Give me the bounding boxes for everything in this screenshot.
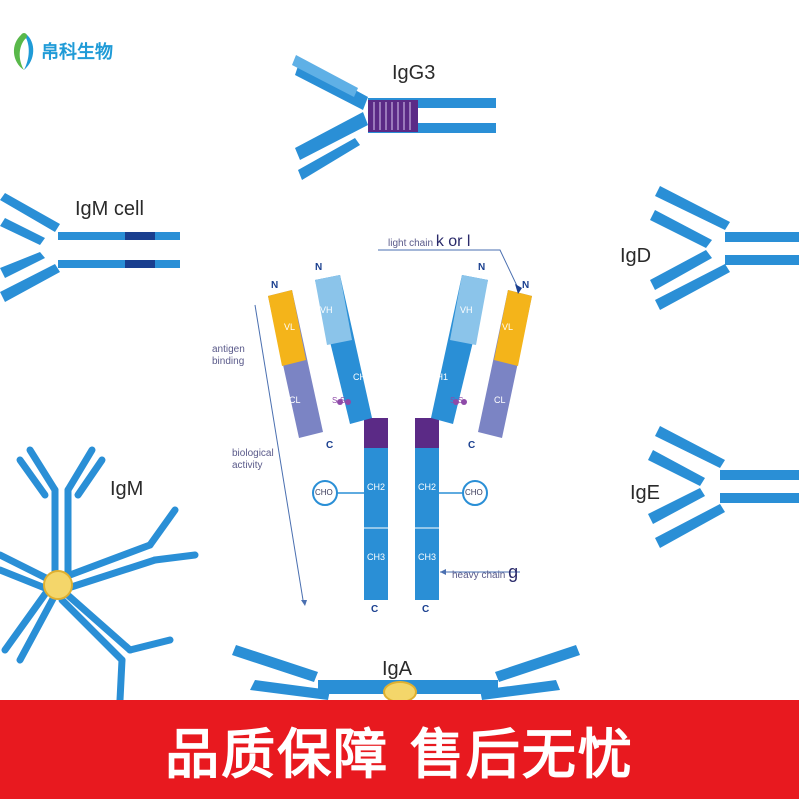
c-terminus-heavy-right: C [422,604,430,615]
heavy-chain-label: heavy chain g [452,562,519,582]
domain-vl-right: VL [502,322,514,332]
label-igd: IgD [620,245,652,267]
carbohydrate-left: CHO [315,488,333,497]
label-igg3: IgG3 [392,62,436,84]
igg3-structure [292,55,496,180]
antigen-binding-label: antigen binding [212,344,245,367]
domain-ch2-right: CH2 [418,482,437,492]
domain-ch2-left: CH2 [367,482,386,492]
domain-vh-left: VH [320,305,333,315]
disulfide-bond-right: S-S [450,396,464,405]
brand-logo: 帛科生物 [38,38,113,64]
ige-structure [648,426,799,548]
c-terminus-light-right: C [468,440,476,451]
label-iga: IgA [382,658,413,680]
disulfide-bond-1: S-S [389,421,405,431]
promo-banner-text: 品质保障 售后无忧 [165,723,634,786]
domain-ch3-right: CH3 [418,552,437,562]
disulfide-bond-left: S-S [332,396,346,405]
biological-activity-label: biological activity [232,448,274,471]
light-chain-label: light chain k or l [388,233,471,250]
igm-pentamer-structure [0,446,199,704]
n-terminus-heavy-right: N [478,262,486,273]
label-igm: IgM [110,478,144,500]
label-ige: IgE [630,482,661,504]
carbohydrate-right: CHO [465,488,483,497]
brand-name: 帛科生物 [41,42,113,63]
n-terminus-heavy-left: N [315,262,323,273]
domain-ch1-right: CH1 [430,372,449,382]
iga-structure [232,645,580,703]
n-terminus-light-left: N [271,280,279,291]
domain-ch3-left: CH3 [367,552,386,562]
promo-banner: 品质保障 售后无忧 [0,700,799,799]
central-antibody [254,249,532,606]
c-terminus-heavy-left: C [371,604,379,615]
c-terminus-light-left: C [326,440,334,451]
n-terminus-light-right: N [522,280,530,291]
domain-cl-right: CL [494,395,506,405]
igm-cell-structure [0,193,180,302]
disulfide-bond-2: S-S [389,433,405,443]
igd-structure [650,186,799,310]
domain-cl-left: CL [289,395,301,405]
domain-vh-right: VH [460,305,473,315]
logo-mark-icon [13,33,34,70]
domain-vl-left: VL [284,322,296,332]
domain-ch1-left: CH1 [353,372,372,382]
label-igm-cell: IgM cell [75,198,144,220]
